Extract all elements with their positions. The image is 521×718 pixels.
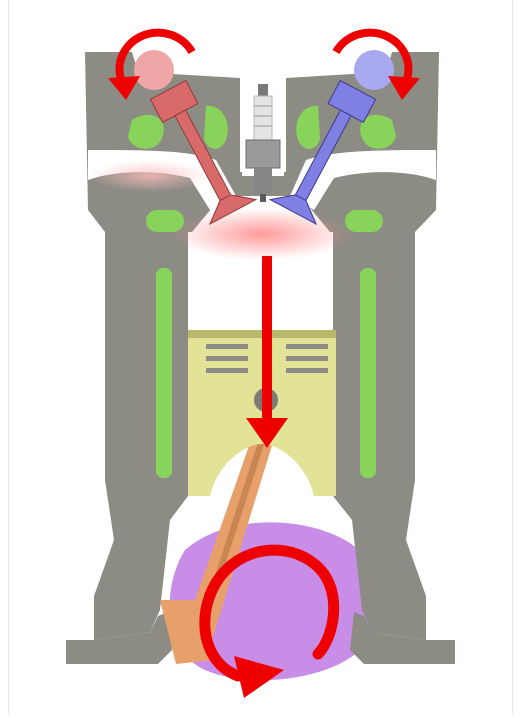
piston-ring-2 [206, 356, 248, 361]
piston-ring-1 [206, 344, 248, 349]
piston-ring-6 [286, 368, 328, 373]
coolant-right-lower-head [345, 210, 383, 232]
spark-plug-insulator [254, 96, 272, 140]
spark-plug-electrode [260, 194, 266, 202]
piston-ring-3 [206, 368, 248, 373]
spark-plug-terminal [258, 84, 268, 96]
intake-cam [134, 50, 174, 90]
piston-ring-5 [286, 356, 328, 361]
piston-ring-4 [286, 344, 328, 349]
spark-plug-hex [246, 140, 280, 168]
coolant-right-vertical [360, 268, 376, 478]
intake-port-glow [90, 160, 210, 192]
coolant-left-vertical [156, 268, 172, 478]
left-frame-border [8, 0, 9, 714]
spark-plug-thread [254, 168, 272, 194]
exhaust-cam [354, 50, 394, 90]
combustion-glow [172, 208, 352, 260]
right-frame-border [512, 0, 513, 714]
